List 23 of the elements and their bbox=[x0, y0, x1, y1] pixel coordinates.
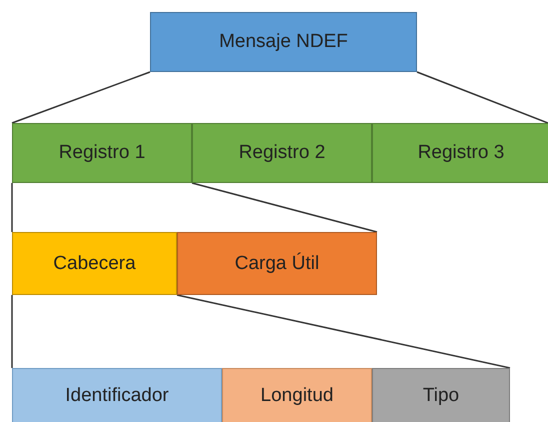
block bbox=[372, 123, 548, 183]
connector-line bbox=[11, 183, 13, 232]
block-label: Cabecera bbox=[53, 252, 136, 274]
connector-line bbox=[176, 294, 510, 369]
connector-line bbox=[11, 295, 13, 368]
block-label: Registro 3 bbox=[418, 142, 504, 164]
block bbox=[12, 232, 177, 295]
block bbox=[12, 123, 192, 183]
block bbox=[192, 123, 372, 183]
connector-line bbox=[12, 71, 150, 124]
block bbox=[372, 368, 510, 422]
connector-line bbox=[192, 182, 378, 233]
block bbox=[222, 368, 372, 422]
block-label: Tipo bbox=[422, 385, 460, 407]
block-label: Carga Útil bbox=[234, 252, 320, 274]
block-label: Mensaje NDEF bbox=[219, 31, 348, 53]
block-label: Longitud bbox=[260, 385, 334, 407]
block-label: Registro 1 bbox=[58, 142, 146, 164]
block bbox=[12, 368, 222, 422]
block bbox=[177, 232, 377, 295]
block bbox=[150, 12, 417, 72]
block-label: Identificador bbox=[65, 385, 169, 407]
block-label: Registro 2 bbox=[238, 142, 326, 164]
